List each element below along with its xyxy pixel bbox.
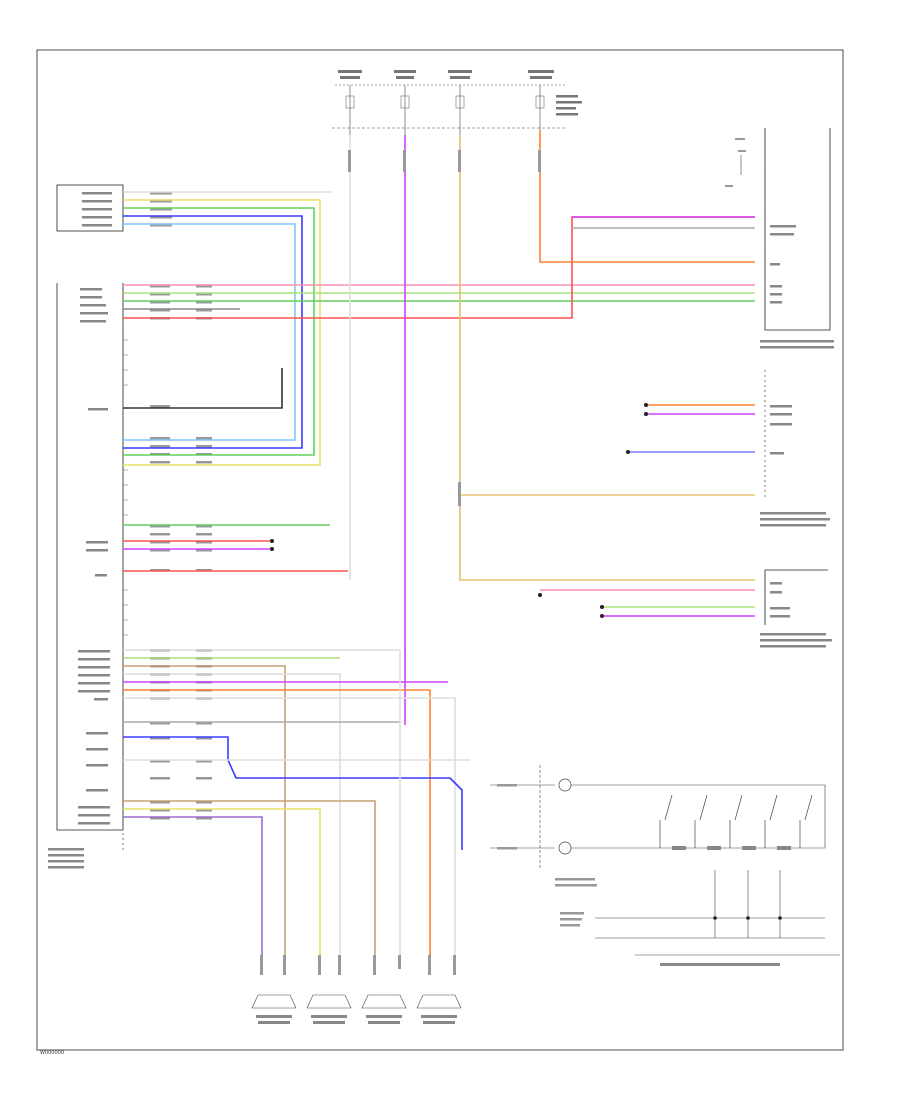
- module-pin-ticks: [123, 339, 128, 636]
- steering-switch-circuit: [490, 765, 840, 966]
- lower-right-module: [760, 569, 832, 648]
- speaker-4: [416, 994, 462, 1024]
- splice-dot-icon: [778, 916, 782, 920]
- fuse-1: [345, 85, 355, 135]
- upper-right-module: [725, 128, 834, 349]
- splice-dot-icon: [626, 450, 630, 454]
- diagram-frame: [36, 49, 844, 1051]
- switch-contact-icon: [659, 794, 813, 848]
- splice-dot-icon: [644, 403, 648, 407]
- fuse-4: [535, 85, 545, 135]
- clockspring-icon: [558, 841, 572, 855]
- wire-code-labels-left: [150, 192, 212, 820]
- speaker-2: [306, 994, 352, 1024]
- splice-dot-icon: [746, 916, 750, 920]
- splice-dot-icon: [600, 614, 604, 618]
- speaker-wire-labels: [260, 955, 456, 975]
- splice-dot-icon: [644, 412, 648, 416]
- module-pin-labels: [48, 192, 112, 869]
- wire-group-fuse-feeds: [349, 135, 755, 725]
- resistor-ladder: [672, 846, 791, 850]
- fuse-panel: [332, 70, 582, 135]
- wire-group-top-left: [123, 191, 332, 466]
- figure-code: W000000: [40, 1050, 64, 1056]
- speaker-3: [361, 994, 407, 1024]
- fuse-3: [455, 85, 465, 135]
- speaker-icon: [361, 994, 407, 1009]
- wire-group-right-lower: [538, 589, 755, 618]
- speaker-icon: [306, 994, 352, 1009]
- middle-right-module: [760, 370, 830, 527]
- wire-group-mid-left: [123, 524, 348, 572]
- splice-dot-icon: [270, 547, 274, 551]
- splice-dot-icon: [270, 539, 274, 543]
- speaker-1: [251, 994, 297, 1024]
- wire-group-data-bus: [123, 130, 755, 319]
- wire-group-right-middle: [626, 403, 755, 454]
- audio-module-connector: [48, 184, 212, 869]
- fuse-2: [400, 85, 410, 135]
- vertical-wire-labels: [348, 150, 541, 506]
- splice-dot-icon: [600, 605, 604, 609]
- clockspring-icon: [558, 778, 572, 792]
- speaker-icon: [416, 994, 462, 1009]
- speaker-icon: [251, 994, 297, 1009]
- fuse-header-labels: [338, 70, 582, 116]
- splice-dot-icon: [713, 916, 717, 920]
- wire-group-speakers: [123, 649, 470, 965]
- splice-dot-icon: [538, 593, 542, 597]
